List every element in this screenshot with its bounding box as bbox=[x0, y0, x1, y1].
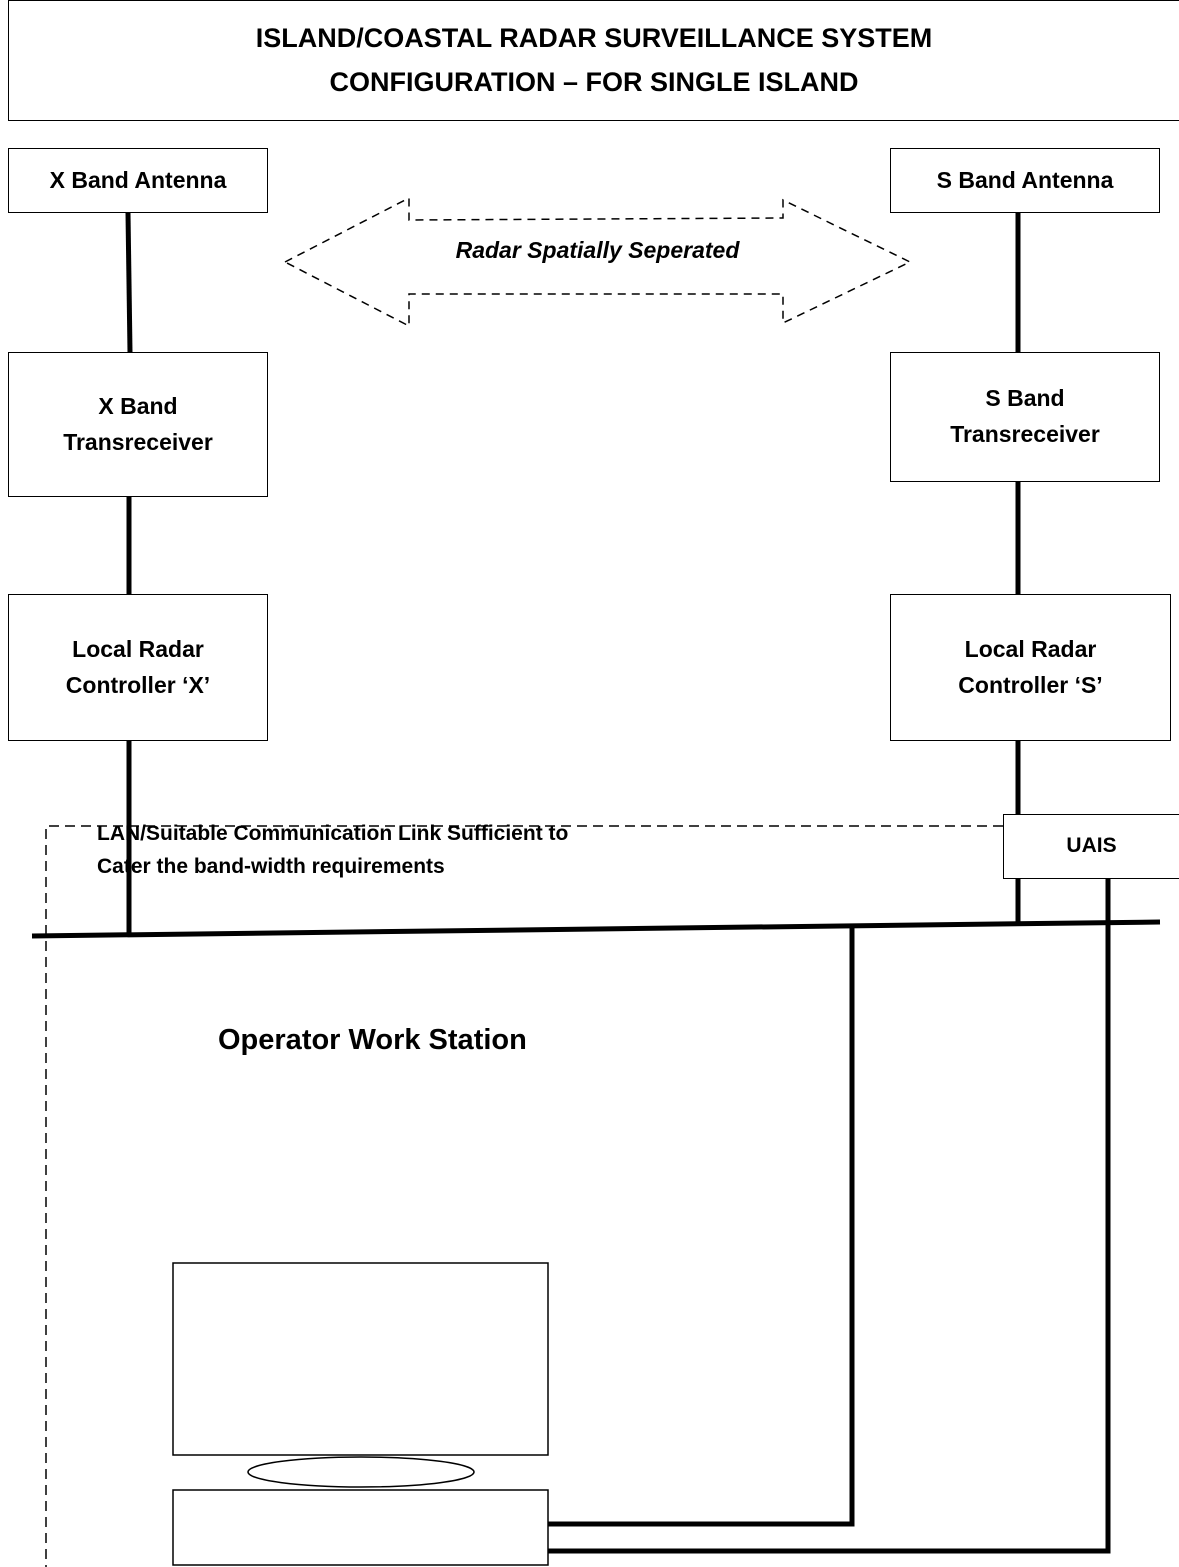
s-band-transreceiver-line-1: S Band bbox=[985, 385, 1065, 412]
controller-x-line-2: Controller ‘X’ bbox=[65, 671, 211, 698]
controller-x-line-1: Local Radar bbox=[72, 635, 204, 662]
s-band-antenna-label: S Band Antenna bbox=[936, 166, 1114, 193]
lan-link-label: LAN/Suitable Communication Link Sufficie… bbox=[97, 818, 568, 883]
operator-work-station-label: Operator Work Station bbox=[218, 1024, 527, 1056]
s-band-transreceiver-box: S Band Transreceiver bbox=[890, 352, 1160, 482]
uais-label: UAIS bbox=[1066, 834, 1117, 858]
title-line-2: CONFIGURATION – FOR SINGLE ISLAND bbox=[329, 66, 859, 97]
x-band-transreceiver-line-1: X Band bbox=[98, 392, 178, 419]
cpu-unit-icon bbox=[172, 1489, 549, 1566]
workstation-enclosure bbox=[45, 825, 1179, 1567]
s-band-antenna-box: S Band Antenna bbox=[890, 148, 1160, 213]
uais-box: UAIS bbox=[1003, 814, 1179, 879]
x-band-transreceiver-line-2: Transreceiver bbox=[63, 428, 213, 455]
x-band-antenna-label: X Band Antenna bbox=[49, 166, 227, 193]
title-line-1: ISLAND/COASTAL RADAR SURVEILLANCE SYSTEM bbox=[255, 23, 933, 54]
controller-s-line-1: Local Radar bbox=[964, 635, 1097, 662]
diagram-title: ISLAND/COASTAL RADAR SURVEILLANCE SYSTEM… bbox=[8, 0, 1179, 121]
local-radar-controller-x-box: Local Radar Controller ‘X’ bbox=[8, 594, 268, 741]
x-antenna-to-transreceiver-link bbox=[125, 212, 133, 353]
s-band-transreceiver-line-2: Transreceiver bbox=[950, 421, 1100, 447]
bus-to-workstation-link bbox=[548, 926, 855, 1527]
lan-label-line-2: Cater the band-width requirements bbox=[97, 854, 445, 878]
lan-label-line-1: LAN/Suitable Communication Link Sufficie… bbox=[97, 822, 569, 845]
local-radar-controller-s-box: Local Radar Controller ‘S’ bbox=[890, 594, 1171, 741]
controller-s-line-2: Controller ‘S’ bbox=[958, 671, 1103, 698]
monitor-icon bbox=[172, 1262, 549, 1456]
lan-bus bbox=[31, 919, 1161, 939]
uais-to-workstation-link bbox=[548, 879, 1111, 1554]
x-band-antenna-box: X Band Antenna bbox=[8, 148, 268, 213]
monitor-stand-icon bbox=[247, 1456, 475, 1488]
x-band-transreceiver-box: X Band Transreceiver bbox=[8, 352, 268, 497]
spatial-separation-label: Radar Spatially Seperated bbox=[455, 237, 740, 263]
spatial-separation-double-arrow bbox=[283, 196, 912, 328]
